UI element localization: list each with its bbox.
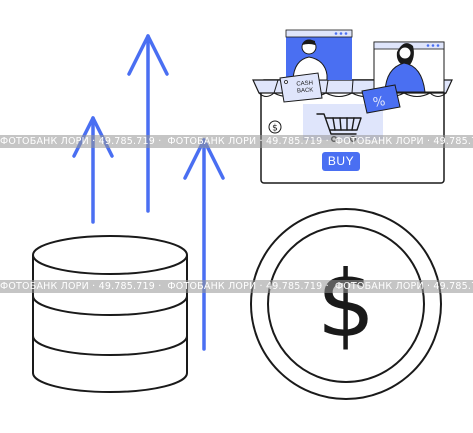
database-stack-icon [32, 235, 188, 393]
small-coin-icon: $ [268, 120, 282, 134]
arrow-up-icon [72, 116, 114, 224]
person-window-left [285, 29, 353, 81]
discount-ticket-icon: % [361, 84, 401, 114]
discount-symbol: % [372, 94, 387, 111]
coin-symbol: $ [317, 251, 376, 358]
arrow-up-icon [127, 34, 169, 213]
watermark-band: ФОТОБАНК ЛОРИ · 49.785.719 ·ФОТОБАНК ЛОР… [0, 135, 473, 148]
buy-button[interactable]: BUY [322, 152, 360, 171]
person-window-right [373, 41, 445, 93]
shop-window: % $ [252, 29, 453, 184]
small-coin-symbol: $ [272, 124, 278, 134]
dollar-coin-icon: $ [250, 208, 442, 400]
cashback-tag-icon [279, 72, 323, 103]
arrow-up-icon [183, 138, 225, 351]
watermark-band: ФОТОБАНК ЛОРИ · 49.785.719 ·ФОТОБАНК ЛОР… [0, 280, 473, 293]
cashback-label: CASH BACK [296, 80, 314, 95]
